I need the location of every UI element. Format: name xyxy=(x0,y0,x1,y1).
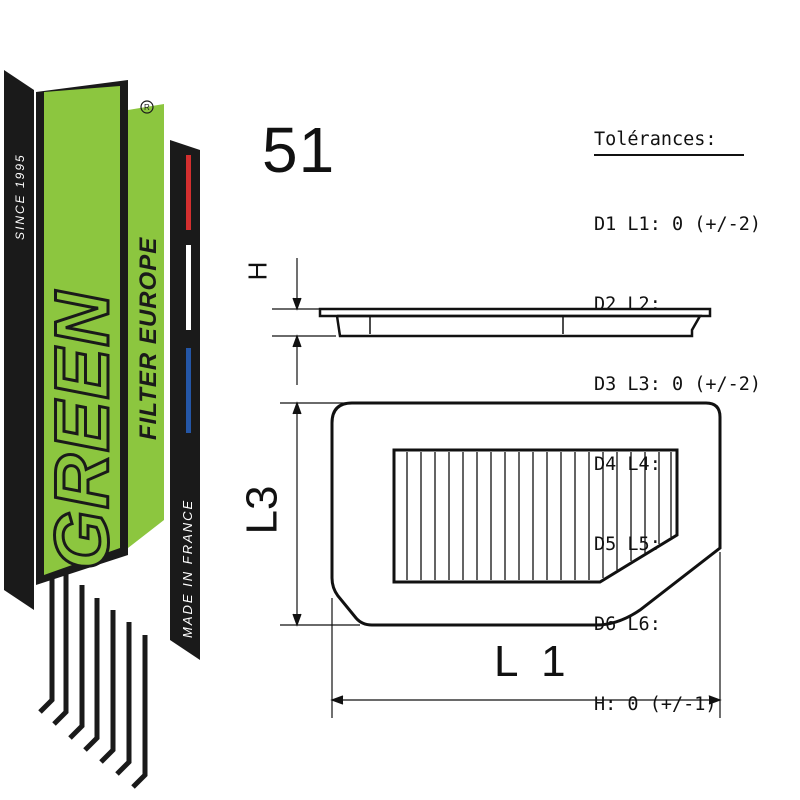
l3-label: L3 xyxy=(237,485,287,535)
filter-element xyxy=(392,448,679,584)
flag-white xyxy=(186,245,191,330)
height-label: H xyxy=(242,261,273,281)
brand-subtitle: FILTER EUROPE xyxy=(135,237,162,440)
l3-dimension xyxy=(280,401,360,627)
flag-blue xyxy=(186,348,191,433)
green-wordmark: GREEN xyxy=(36,80,128,585)
flag-red xyxy=(186,155,191,230)
tolerance-row: D2 L2: xyxy=(594,293,661,315)
green-filter-logo: SINCE 1995 GREEN FILTER EUROPE MADE IN F… xyxy=(4,70,200,789)
since-text: SINCE 1995 xyxy=(13,153,27,240)
tolerance-row: H: 0 (+/-1) xyxy=(594,694,717,716)
since-band: SINCE 1995 xyxy=(4,70,34,610)
filter-outline xyxy=(330,401,722,627)
made-in-france-band: MADE IN FRANCE xyxy=(170,140,200,660)
filter-pleats xyxy=(406,452,672,580)
side-view xyxy=(318,307,712,338)
top-view xyxy=(330,401,722,627)
l1-label: L 1 xyxy=(494,637,572,686)
l1-dimension xyxy=(330,552,722,718)
registered-text: R xyxy=(144,103,150,112)
brand-name: GREEN xyxy=(40,290,125,570)
logo-stripes xyxy=(38,560,148,789)
tolerance-row: D3 L3: 0 (+/-2) xyxy=(594,373,762,395)
height-dimension xyxy=(272,258,336,385)
model-number: 51 xyxy=(262,114,336,186)
tolerances-table: Tolérances: D1 L1: 0 (+/-2) D2 L2: D3 L3… xyxy=(594,74,761,746)
filter-europe-band: FILTER EUROPE xyxy=(128,104,164,548)
made-in-text: MADE IN FRANCE xyxy=(180,499,195,638)
tolerance-row: D4 L4: xyxy=(594,453,661,475)
tolerance-row: D6 L6: xyxy=(594,614,661,636)
tolerance-row: D5 L5: xyxy=(594,533,661,555)
tolerances-title: Tolérances: xyxy=(594,127,744,157)
registered-mark: R xyxy=(140,100,154,114)
tolerance-row: D1 L1: 0 (+/-2) xyxy=(594,213,762,235)
